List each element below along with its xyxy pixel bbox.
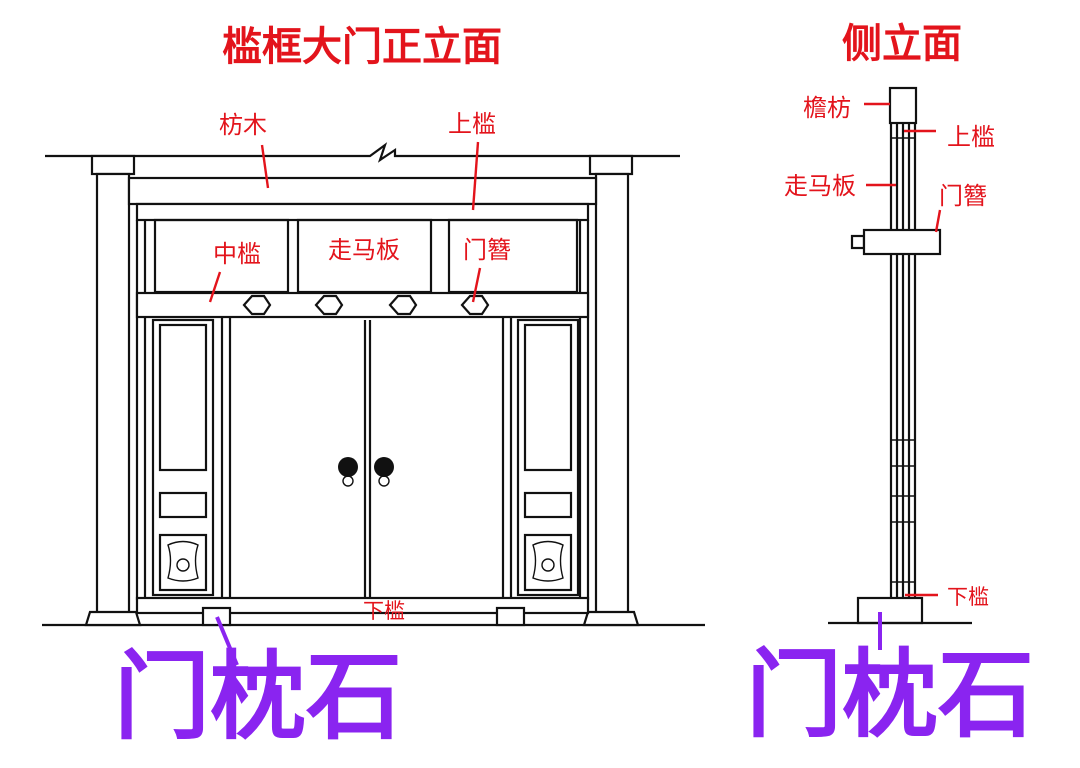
door-knocker-ring-right: [378, 475, 390, 487]
left-column-cap: [90, 154, 136, 176]
side-elevation: 侧立面 檐枋 上槛 走马板 门簪 下槛 门枕石: [746, 21, 1034, 751]
upper-sill: [135, 202, 590, 222]
side-label-yan-fang: 檐枋: [803, 94, 851, 122]
right-side-panel: [516, 318, 580, 597]
side-door-pin-front: [850, 234, 866, 250]
side-eave-beam: [888, 86, 918, 125]
label-zhong-kan: 中槛: [213, 240, 261, 268]
right-column-base: [582, 610, 640, 627]
front-title: 槛框大门正立面: [222, 24, 502, 70]
leader-zhong-kan: [208, 271, 222, 303]
door-knocker-left: [338, 457, 358, 477]
side-pillow-stone: [856, 596, 924, 625]
door-pin-3: [388, 294, 418, 316]
right-column: [594, 172, 630, 616]
label-fang-mu: 枋木: [219, 111, 267, 139]
left-side-panel-slot: [158, 491, 208, 519]
door-pin-4: [460, 294, 490, 316]
lintel-beam: [127, 176, 598, 206]
left-side-panel: [151, 318, 215, 597]
left-carving-knob: [176, 558, 190, 572]
label-zou-ma-ban: 走马板: [328, 236, 400, 264]
side-leader-men-zan: [934, 209, 942, 233]
right-column-cap: [588, 154, 634, 176]
label-shang-kan: 上槛: [448, 110, 496, 138]
side-label-xia-kan: 下槛: [947, 585, 989, 609]
leader-men-zan: [471, 267, 482, 303]
right-carving-ornament: [532, 540, 564, 582]
door-pin-1: [242, 294, 272, 316]
door-pillow-stone-right: [495, 606, 526, 627]
leader-shang-kan: [471, 141, 480, 211]
left-column: [95, 172, 131, 616]
door-knocker-ring-left: [342, 475, 354, 487]
middle-sill: [135, 291, 590, 319]
side-label-shang-kan: 上槛: [947, 123, 995, 151]
door-pin-2: [314, 294, 344, 316]
side-door-pin: [862, 228, 942, 256]
lower-sill: [135, 596, 590, 615]
front-elevation: 槛框大门正立面 枋木 上槛 中槛 走马板 门簪 下槛 门枕石: [42, 24, 705, 753]
side-label-zou-ma-ban: 走马板: [784, 172, 856, 200]
left-column-base: [84, 610, 142, 627]
label-men-zan: 门簪: [463, 236, 511, 264]
right-side-panel-window: [523, 323, 573, 472]
left-side-panel-carving: [158, 533, 208, 592]
door-pillow-stone-left: [201, 606, 232, 627]
label-xia-kan: 下槛: [363, 599, 405, 623]
right-carving-knob: [541, 558, 555, 572]
side-label-men-zan: 门簪: [939, 182, 987, 210]
door-knocker-right: [374, 457, 394, 477]
side-label-men-zhen-shi: 门枕石: [746, 639, 1034, 751]
leader-men-zhen-shi: [215, 616, 239, 666]
right-side-panel-slot: [523, 491, 573, 519]
left-carving-ornament: [167, 540, 199, 582]
leader-fang-mu: [260, 144, 270, 189]
roof-line: [45, 142, 680, 163]
right-side-panel-carving: [523, 533, 573, 592]
side-title: 侧立面: [842, 21, 962, 67]
left-side-panel-window: [158, 323, 208, 472]
label-men-zhen-shi: 门枕石: [114, 641, 402, 753]
